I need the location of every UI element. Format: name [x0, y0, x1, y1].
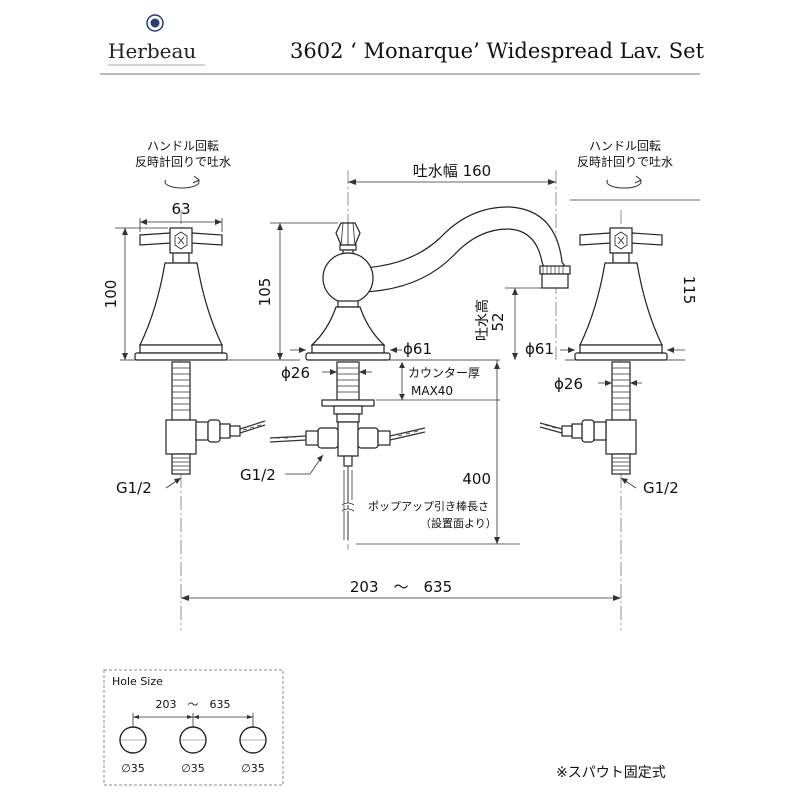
rotation-note-right: ハンドル回転 反時計回りで吐水	[577, 139, 673, 189]
hole-size-spread: 203 ～ 635	[156, 698, 231, 711]
rotation-note-right-line2: 反時計回りで吐水	[577, 154, 673, 169]
counter-thickness-label: カウンター厚	[408, 366, 480, 380]
handle-width-label: 63	[171, 200, 190, 218]
popup-length-label: 400	[462, 470, 491, 488]
rotation-note-left: ハンドル回転 反時計回りで吐水	[135, 139, 231, 189]
spout-fixed-note: ※スパウト固定式	[556, 765, 666, 781]
rotation-arrow-icon	[164, 179, 200, 189]
hole-size-2: ∅35	[181, 762, 205, 775]
hole-size-1: ∅35	[121, 762, 145, 775]
thread-right-label: G1/2	[643, 479, 679, 497]
left-handle	[134, 227, 266, 475]
right-handle-height-label: 115	[680, 276, 698, 305]
thread-center-label: G1/2	[240, 466, 276, 484]
spout-outlet-value: 52	[489, 312, 507, 331]
spout-body-height-label: 105	[256, 278, 274, 307]
left-handle-height-label: 100	[102, 280, 120, 309]
diam-61-center-label: ϕ61	[403, 340, 432, 358]
diam-26-center-label: ϕ26	[281, 364, 310, 382]
thread-left-label: G1/2	[116, 479, 152, 497]
spout-body	[269, 206, 571, 540]
spout-width-label: 吐水幅 160	[413, 162, 491, 180]
brand-name: Herbeau	[108, 39, 196, 63]
right-handle	[539, 227, 668, 475]
hole-size-3: ∅35	[241, 762, 265, 775]
rotation-note-left-line1: ハンドル回転	[147, 139, 219, 153]
product-title: 3602 ‘ Monarque’ Widespread Lav. Set	[290, 39, 705, 63]
counter-thickness-max: MAX40	[411, 384, 453, 398]
spread-label: 203 ～ 635	[350, 578, 452, 596]
rotation-note-right-line1: ハンドル回転	[589, 139, 661, 153]
popup-rod-label: ポップアップ引き棒長さ	[368, 499, 489, 513]
rotation-arrow-icon	[606, 179, 642, 189]
hole-size-box: Hole Size 203 ～ 635 ∅35 ∅35 ∅35	[103, 669, 284, 786]
popup-rod-sub: （設置面より）	[420, 516, 497, 530]
herbeau-logo: Herbeau	[108, 14, 205, 66]
spout-outlet-label: 吐水高	[474, 299, 491, 341]
diam-26-right-label: ϕ26	[554, 375, 583, 393]
diam-61-right-label: ϕ61	[525, 340, 554, 358]
rotation-note-left-line2: 反時計回りで吐水	[135, 154, 231, 169]
hole-size-title: Hole Size	[112, 675, 163, 688]
